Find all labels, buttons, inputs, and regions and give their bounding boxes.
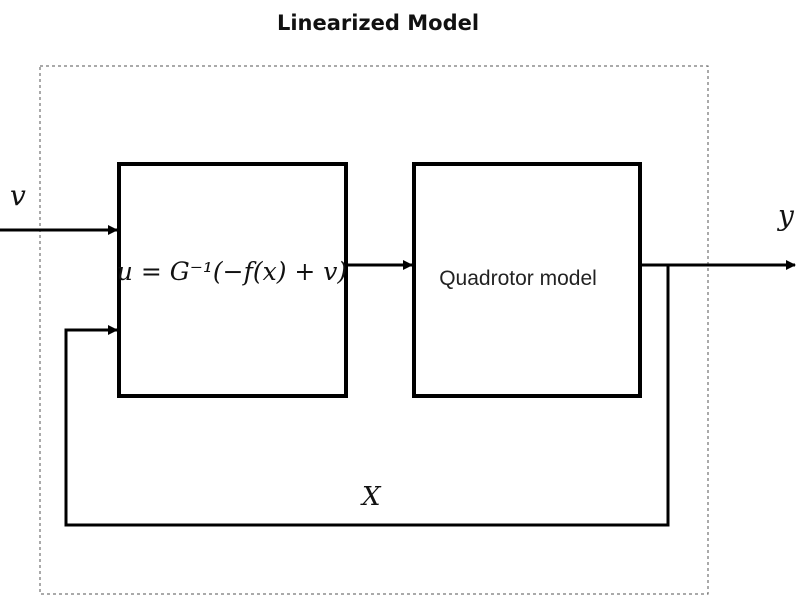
output-label: y xyxy=(776,199,795,232)
controller-block xyxy=(117,162,348,398)
feedback-label: X xyxy=(360,482,382,512)
control-law: u = G⁻¹(−f(x) + v) xyxy=(117,257,347,286)
input-label: v xyxy=(10,179,26,212)
quadrotor-model-block xyxy=(412,162,642,398)
diagram-title: Linearized Model xyxy=(277,11,479,35)
linearized-model-boundary xyxy=(39,65,709,595)
plant-label: Quadrotor model xyxy=(439,267,597,290)
feedback-path xyxy=(64,265,670,527)
